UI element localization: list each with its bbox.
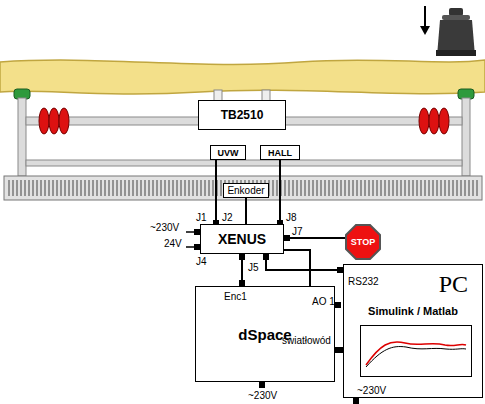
node-label: XENUS xyxy=(218,231,266,247)
port-label: ~230V xyxy=(357,385,386,396)
power-wire xyxy=(186,232,194,247)
connector-box: UVW xyxy=(210,145,246,160)
signal-wire xyxy=(266,254,343,270)
port-label: AO 1 xyxy=(312,296,335,307)
port-label: ~230V xyxy=(248,390,277,401)
connector-port xyxy=(194,220,359,404)
signal-wire xyxy=(335,349,343,351)
port-label: J5 xyxy=(248,262,259,273)
port-label: 24V xyxy=(164,238,182,249)
frame-bar xyxy=(26,160,462,166)
node-label: Simulink / Matlab xyxy=(344,305,482,317)
port-label: światłowód xyxy=(282,335,331,346)
connector-box: HALL xyxy=(260,145,300,160)
node-label: HALL xyxy=(268,148,292,158)
plot-illustration xyxy=(360,325,472,377)
signal-wire xyxy=(245,198,247,224)
node-label: STOP xyxy=(351,237,375,247)
port-label: J2 xyxy=(222,212,233,223)
linear-rail xyxy=(4,176,482,200)
port-label: ~230V xyxy=(150,222,179,233)
weight xyxy=(420,6,476,56)
node-label: TB2510 xyxy=(221,108,264,122)
port-label: RS232 xyxy=(348,276,379,287)
port-label: J7 xyxy=(292,226,303,237)
frame-post xyxy=(462,98,470,176)
spring xyxy=(419,108,449,134)
node-label: PC xyxy=(439,271,468,298)
node-label: Enkoder xyxy=(227,185,264,196)
stop-button: STOP xyxy=(345,224,381,260)
spring xyxy=(39,108,69,134)
signal-wire xyxy=(279,160,281,224)
port-label: J1 xyxy=(196,212,207,223)
signal-wire xyxy=(284,237,345,239)
signal-wire xyxy=(241,254,243,286)
frame-post xyxy=(18,98,26,176)
drive-box: XENUS xyxy=(200,224,284,254)
beam xyxy=(0,60,485,94)
port-label: J8 xyxy=(286,212,297,223)
node-label: UVW xyxy=(218,148,239,158)
port-label: Enc1 xyxy=(224,291,247,302)
port-label: J4 xyxy=(196,256,207,267)
motor-box: TB2510 xyxy=(198,100,286,130)
signal-wire xyxy=(215,160,217,224)
encoder-box: Enkoder xyxy=(223,183,269,198)
